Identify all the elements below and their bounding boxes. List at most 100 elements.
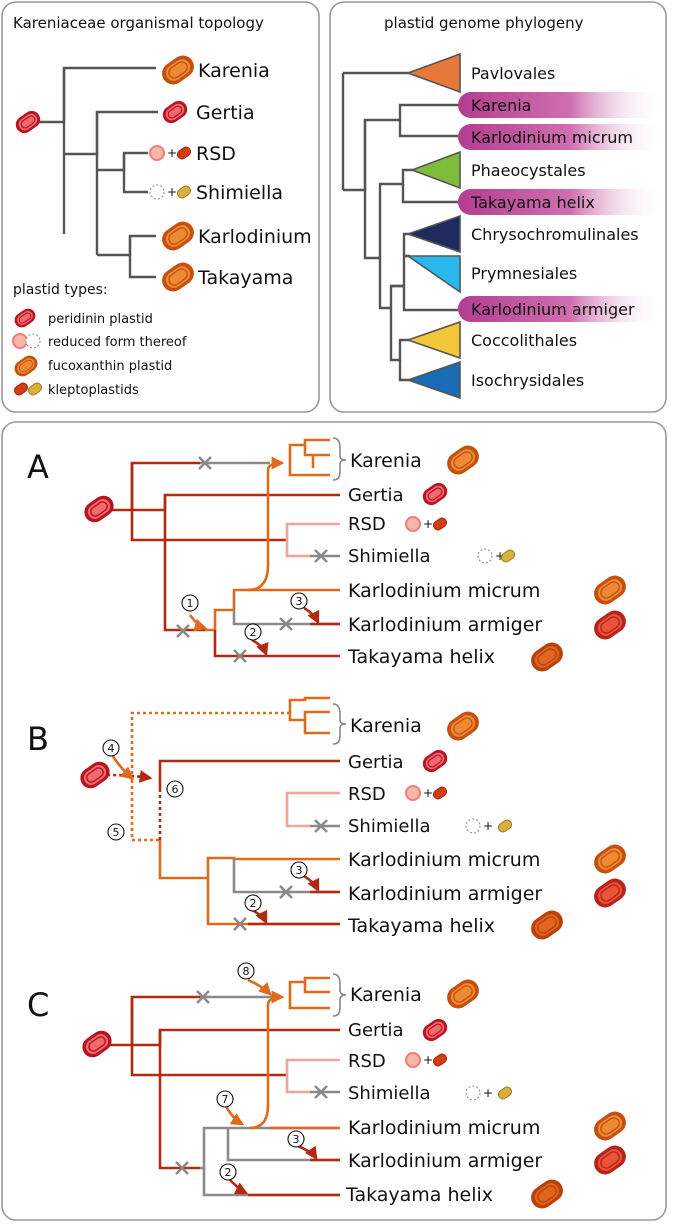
event-marker — [290, 592, 308, 610]
taxon-label: Shimiella — [196, 182, 283, 204]
taxon-label: Karlodinium armiger — [348, 614, 542, 636]
taxon-label: Takayama helix — [345, 1184, 493, 1206]
clade-label: Karenia — [471, 96, 531, 115]
plus-sign: + — [483, 1086, 493, 1100]
taxon-label: Karlodinium micrum — [348, 1117, 540, 1139]
clade-label: Coccolithales — [471, 331, 577, 350]
taxon-label: RSD — [348, 784, 386, 805]
taxon-label: Gertia — [348, 752, 404, 773]
legend-label: peridinin plastid — [48, 312, 153, 327]
panel-frame — [1, 1, 320, 413]
clade-phaeocystales — [409, 150, 461, 190]
rsd-reduced-icon — [405, 1052, 421, 1068]
event-number: 3 — [296, 864, 303, 877]
taxon-label: Karlodinium — [198, 226, 312, 248]
legend-reduced-icon — [12, 333, 28, 349]
plus-sign: + — [495, 549, 505, 563]
taxon-label: Karlodinium micrum — [348, 849, 540, 871]
event-number: 5 — [113, 826, 120, 839]
clade-pavlovales — [405, 52, 461, 94]
plus-sign: + — [423, 517, 433, 531]
taxon-label: Shimiella — [348, 546, 430, 567]
event-number: 2 — [250, 626, 257, 639]
event-number: 3 — [296, 595, 303, 608]
clade-chrysochromulinales — [405, 214, 461, 254]
organismal-tree — [30, 66, 158, 279]
legend-title: plastid types: — [13, 282, 108, 298]
plus-sign: + — [423, 1053, 433, 1067]
event-number: 1 — [187, 597, 194, 610]
taxon-label: Karenia — [350, 984, 422, 1006]
clade-prymnesiales — [405, 255, 461, 294]
panel-scenarios-frame — [1, 421, 667, 1221]
clade-label: Isochrysidales — [471, 371, 584, 390]
clade-label: Pavlovales — [471, 64, 555, 83]
clade-label: Takayama helix — [470, 193, 595, 212]
event-number: 8 — [243, 965, 250, 978]
scenario-letter: B — [27, 720, 49, 758]
plus-sign: + — [483, 819, 493, 833]
taxon-label: RSD — [348, 514, 386, 535]
highlight-takayama-helix — [458, 189, 663, 215]
event-marker — [166, 780, 184, 798]
clade-label: Karlodinium micrum — [471, 128, 633, 147]
taxon-label: Takayama helix — [347, 915, 495, 937]
legend-label: fucoxanthin plastid — [48, 359, 172, 374]
event-number: 7 — [222, 1093, 229, 1106]
event-marker — [216, 1090, 234, 1108]
event-marker — [107, 823, 125, 841]
taxon-label: Karenia — [350, 450, 422, 472]
highlight-karenia — [458, 92, 663, 118]
taxon-label: Gertia — [348, 1020, 404, 1041]
event-number: 6 — [172, 783, 179, 796]
panel-plastid-phylogeny: plastid genome phylogeny Pavlov — [329, 1, 667, 413]
clade-label: Prymnesiales — [471, 264, 577, 283]
rsd-reduced-icon — [149, 145, 165, 161]
taxon-label: Karenia — [350, 715, 422, 737]
taxon-label: Shimiella — [348, 816, 430, 837]
highlight-karlodinium-armiger — [458, 296, 663, 322]
taxon-label: Shimiella — [348, 1083, 430, 1104]
event-number: 2 — [250, 897, 257, 910]
event-marker — [219, 1163, 237, 1181]
plus-sign: + — [423, 786, 433, 800]
plus-sign: + — [167, 146, 177, 160]
taxon-label: Takayama helix — [347, 646, 495, 668]
panel-organismal-topology: Kareniaceae organismal topology + + Kare… — [1, 1, 320, 413]
event-number: 3 — [293, 1133, 300, 1146]
event-marker — [290, 861, 308, 879]
taxon-label: Takayama — [197, 267, 293, 289]
taxon-label: RSD — [348, 1051, 386, 1072]
taxon-label: Karlodinium armiger — [348, 1150, 542, 1172]
panel-title: Kareniaceae organismal topology — [13, 14, 264, 32]
taxon-label: Karenia — [198, 60, 270, 82]
clade-isochrysidales — [405, 360, 461, 400]
taxon-label: Gertia — [348, 485, 404, 506]
scenario-letter: A — [27, 448, 49, 486]
legend-empty-icon — [25, 333, 41, 349]
taxon-label: Karlodinium armiger — [348, 883, 542, 905]
event-marker — [287, 1130, 305, 1148]
shimiella-empty-icon — [149, 184, 165, 200]
scenario-b: B 4 5 6 3 — [27, 696, 631, 945]
rsd-reduced-icon — [405, 516, 421, 532]
event-marker — [244, 894, 262, 912]
legend-label: kleptoplastids — [48, 383, 139, 398]
scenario-a: A 1 2 3 — [27, 437, 631, 677]
taxon-label: RSD — [196, 143, 236, 165]
event-number: 4 — [108, 742, 115, 755]
scenario-c: C 8 7 3 — [27, 962, 631, 1214]
scenario-letter: C — [27, 986, 49, 1024]
event-number: 2 — [225, 1166, 232, 1179]
taxon-label: Gertia — [196, 102, 255, 124]
panel-title: plastid genome phylogeny — [384, 14, 584, 32]
clade-label: Chrysochromulinales — [471, 225, 639, 244]
legend-label: reduced form thereof — [48, 335, 187, 350]
shimiella-empty-icon — [465, 818, 481, 834]
plus-sign: + — [167, 185, 177, 199]
event-marker — [244, 623, 262, 641]
clade-coccolithales — [405, 320, 461, 360]
shimiella-empty-icon — [477, 548, 493, 564]
event-marker — [181, 594, 199, 612]
